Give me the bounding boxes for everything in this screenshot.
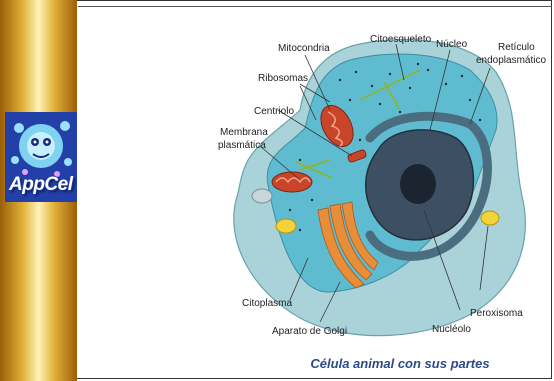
label-ribosomas: Ribosomas	[258, 73, 308, 84]
vesicle	[276, 219, 296, 233]
vacuole	[252, 189, 272, 203]
logo-text: AppCel	[9, 174, 73, 196]
label-nucleolo: Nucléolo	[432, 324, 471, 335]
label-reticulo-2: endoplasmático	[476, 55, 546, 66]
label-membrana-2: plasmática	[218, 140, 266, 151]
label-golgi: Aparato de Golgi	[272, 326, 347, 337]
label-mitocondria: Mitocondria	[278, 43, 330, 54]
label-peroxisoma: Peroxisoma	[470, 308, 523, 319]
label-centriolo: Centriolo	[254, 106, 294, 117]
label-reticulo-1: Retículo	[498, 42, 535, 53]
label-citoplasma: Citoplasma	[242, 298, 292, 309]
label-membrana-1: Membrana	[220, 127, 268, 138]
cell-diagram: Citoesqueleto Núcleo Mitocondria Retícul…	[200, 0, 554, 381]
label-citoesqueleto: Citoesqueleto	[370, 34, 432, 45]
peroxisome	[481, 211, 499, 225]
diagram-caption: Célula animal con sus partes	[248, 356, 552, 371]
nucleolus	[400, 164, 436, 204]
label-nucleo: Núcleo	[436, 39, 468, 50]
